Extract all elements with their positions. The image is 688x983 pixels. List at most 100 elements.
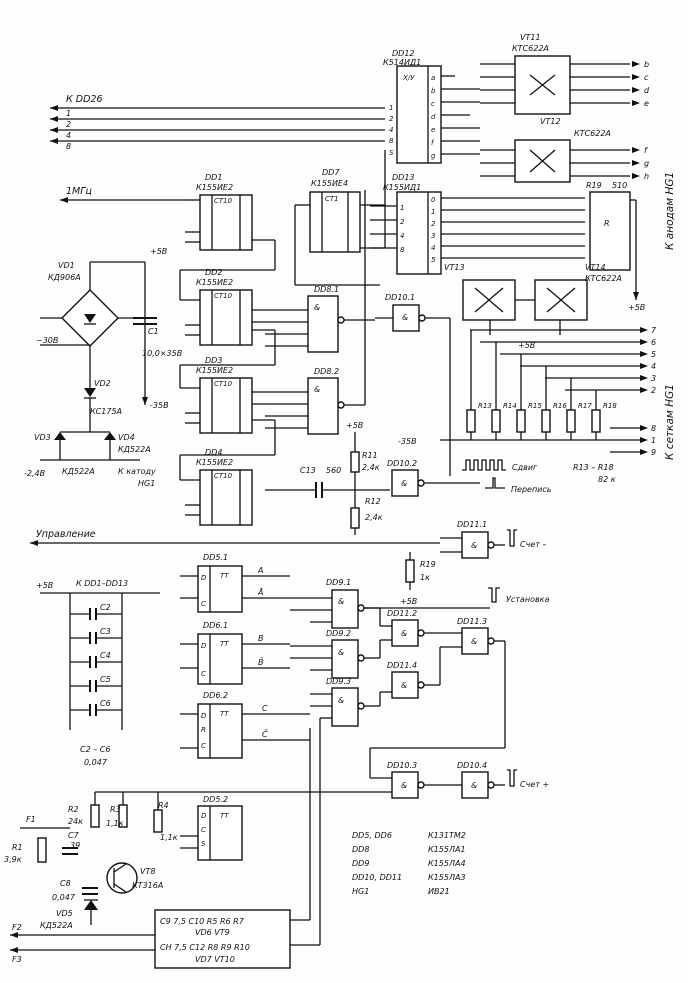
svg-text:VD2: VD2 bbox=[94, 379, 111, 388]
svg-text:&: & bbox=[314, 385, 320, 394]
svg-text:C8: C8 bbox=[60, 879, 71, 888]
svg-text:&: & bbox=[471, 781, 477, 790]
svg-text:C3: C3 bbox=[100, 627, 111, 636]
svg-text:TT: TT bbox=[220, 572, 229, 580]
svg-text:КД522А: КД522А bbox=[118, 445, 151, 454]
svg-text:К155ИЕ2: К155ИЕ2 bbox=[196, 458, 233, 467]
svg-text:R11: R11 bbox=[362, 451, 378, 460]
svg-text:D: D bbox=[201, 574, 207, 582]
legend-part-0: К131ТМ2 bbox=[428, 831, 466, 840]
svg-text:560: 560 bbox=[326, 466, 341, 475]
svg-text:8: 8 bbox=[651, 424, 656, 433]
svg-text:4: 4 bbox=[400, 232, 404, 240]
svg-text:КТС622А: КТС622А bbox=[585, 274, 622, 283]
dd10-4-inverter: DD10.4 & Счет + bbox=[455, 761, 549, 799]
svg-text:+5В: +5В bbox=[400, 597, 417, 606]
svg-text:F1: F1 bbox=[26, 815, 36, 824]
dd11-3-nand: DD11.3 & bbox=[424, 617, 506, 700]
svg-text:DD2: DD2 bbox=[205, 268, 222, 277]
svg-text:5: 5 bbox=[651, 350, 656, 359]
svg-text:VD3: VD3 bbox=[34, 433, 51, 442]
svg-text:1,1к: 1,1к bbox=[106, 819, 124, 828]
svg-text:1МГц: 1МГц bbox=[66, 186, 92, 197]
svg-text:C6: C6 bbox=[100, 699, 111, 708]
svg-text:DD11.3: DD11.3 bbox=[457, 617, 487, 626]
svg-text:2: 2 bbox=[400, 218, 405, 226]
svg-text:C1: C1 bbox=[148, 327, 159, 336]
dd11-1-nand: DD11.1 & Счет – R19 1к +5В bbox=[400, 520, 546, 606]
svg-text:DD10.3: DD10.3 bbox=[387, 761, 417, 770]
svg-text:f: f bbox=[644, 146, 648, 155]
svg-text:VD5: VD5 bbox=[56, 909, 73, 918]
dd7-counter: DD7 К155ИЕ4 CT1 bbox=[309, 150, 386, 253]
svg-text:4: 4 bbox=[389, 126, 393, 134]
svg-text:24к: 24к bbox=[68, 817, 83, 826]
anode-outputs: b c d e f g h К анодам HG1 bbox=[632, 60, 676, 250]
svg-text:DD5.1: DD5.1 bbox=[203, 553, 228, 562]
power-supply: VD1 КД906А ~30В +5В C1 10,0×35В -35В VD2… bbox=[24, 247, 182, 488]
dd12-decoder: DD12 К514ИД1 Х/У 1 2 4 8 S ab cd ef g bbox=[383, 49, 480, 164]
svg-text:1,1к: 1,1к bbox=[160, 833, 178, 842]
svg-text:DD5.2: DD5.2 bbox=[203, 795, 228, 804]
svg-text:DD9.2: DD9.2 bbox=[326, 629, 351, 638]
svg-text:&: & bbox=[401, 681, 407, 690]
bus-bit-1: 1 bbox=[66, 109, 71, 118]
svg-text:510: 510 bbox=[612, 181, 627, 190]
svg-text:+5В: +5В bbox=[150, 247, 167, 256]
dd10-1-inverter: DD10.1 & bbox=[375, 293, 451, 476]
svg-text:b: b bbox=[644, 60, 649, 69]
svg-text:2: 2 bbox=[651, 386, 656, 395]
svg-text:СН 7,5 С12 R8 R9 R10: СН 7,5 С12 R8 R9 R10 bbox=[160, 943, 250, 952]
svg-text:DD10.2: DD10.2 bbox=[387, 459, 417, 468]
svg-text:-35В: -35В bbox=[150, 401, 169, 410]
svg-text:DD1: DD1 bbox=[205, 173, 222, 182]
svg-text:&: & bbox=[338, 648, 344, 657]
svg-text:R13: R13 bbox=[478, 402, 492, 410]
svg-text:b: b bbox=[431, 87, 436, 95]
svg-text:К155ИЕ2: К155ИЕ2 bbox=[196, 366, 233, 375]
svg-text:Ā: Ā bbox=[257, 587, 263, 597]
vt12-transistor-array: VT12 КТС622А bbox=[480, 117, 630, 183]
legend-part-3: К155ЛА3 bbox=[428, 873, 466, 882]
svg-text:VT14: VT14 bbox=[585, 263, 606, 272]
svg-text:10,0×35В: 10,0×35В bbox=[142, 349, 182, 358]
svg-text:8: 8 bbox=[389, 137, 394, 145]
svg-text:e: e bbox=[431, 126, 435, 134]
svg-text:R16: R16 bbox=[553, 402, 567, 410]
svg-text:0,047: 0,047 bbox=[84, 758, 108, 767]
svg-text:R15: R15 bbox=[528, 402, 542, 410]
svg-text:S: S bbox=[389, 149, 394, 157]
svg-text:0: 0 bbox=[431, 196, 436, 204]
vt14-transistor-array: VT14 КТС622А +5В bbox=[489, 263, 622, 350]
svg-text:g: g bbox=[644, 159, 649, 168]
svg-text:CT10: CT10 bbox=[214, 197, 233, 205]
legend-part-1: К155ЛА1 bbox=[428, 845, 466, 854]
svg-text:VD6 VT9: VD6 VT9 bbox=[195, 928, 230, 937]
oscillator-section: R2 24к R3 1,1к R4 1,1к F1 R1 3,9к C7 39 … bbox=[4, 791, 370, 930]
bus-to-dd26: К DD26 1 2 4 8 bbox=[50, 94, 385, 151]
shift-waveform: Сдвиг Перепись bbox=[462, 459, 552, 494]
part-legend: DD5, DD6 К131ТМ2 DD8 К155ЛА1 DD9 К155ЛА4… bbox=[352, 831, 466, 896]
counter-wiring bbox=[179, 199, 380, 516]
svg-text:3: 3 bbox=[431, 232, 435, 240]
svg-text:&: & bbox=[401, 479, 407, 488]
svg-text:TT: TT bbox=[220, 812, 229, 820]
svg-text:d: d bbox=[644, 86, 650, 95]
set-output: Установка bbox=[350, 587, 550, 609]
svg-text:1: 1 bbox=[400, 204, 404, 212]
svg-text:R: R bbox=[604, 219, 610, 228]
svg-text:A: A bbox=[257, 566, 263, 575]
svg-text:R19: R19 bbox=[586, 181, 602, 190]
svg-text:VT8: VT8 bbox=[140, 867, 155, 876]
dd6-2-flipflop: DD6.2 D R C TT C C̄ bbox=[180, 691, 310, 759]
svg-text:4: 4 bbox=[431, 244, 435, 252]
dd5-1-flipflop: DD5.1 D C TT A Ā bbox=[180, 553, 290, 613]
svg-text:DD9.3: DD9.3 bbox=[326, 677, 351, 686]
svg-text:&: & bbox=[338, 696, 344, 705]
svg-text:CT1: CT1 bbox=[325, 195, 339, 203]
svg-text:R14: R14 bbox=[503, 402, 517, 410]
svg-text:+5В: +5В bbox=[36, 581, 53, 590]
svg-text:R19: R19 bbox=[420, 560, 436, 569]
svg-text:КД522А: КД522А bbox=[62, 467, 95, 476]
